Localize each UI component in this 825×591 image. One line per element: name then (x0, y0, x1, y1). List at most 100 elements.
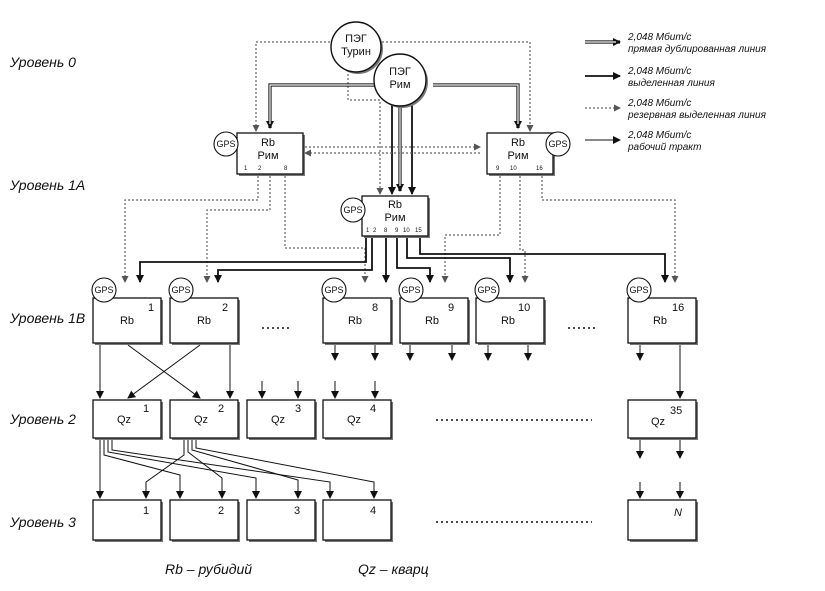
svg-text:1: 1 (148, 302, 154, 314)
level2-node-3: Qz 3 (246, 399, 317, 440)
svg-text:Рим: Рим (257, 150, 278, 162)
svg-text:2: 2 (373, 228, 377, 234)
svg-text:GPS: GPS (401, 285, 420, 295)
level3-node-n: N (627, 499, 698, 542)
svg-text:1: 1 (366, 228, 370, 234)
svg-text:Qz: Qz (651, 416, 665, 428)
svg-text:8: 8 (372, 302, 378, 314)
svg-text:GPS: GPS (171, 285, 190, 295)
level3-node-4: 4 (322, 499, 393, 542)
svg-text:10: 10 (510, 166, 517, 172)
svg-text:8: 8 (384, 228, 388, 234)
svg-text:9: 9 (496, 166, 500, 172)
svg-text:1: 1 (244, 166, 248, 172)
level-1a-label: Уровень 1A (9, 177, 85, 193)
level1b-node-10: Rb 10 GPS (474, 277, 546, 345)
svg-text:2: 2 (218, 403, 224, 415)
svg-text:9: 9 (448, 302, 454, 314)
svg-text:4: 4 (370, 403, 376, 415)
level2-node-1: Qz 1 (92, 399, 163, 440)
svg-text:Rb: Rb (653, 315, 667, 327)
svg-text:4: 4 (370, 505, 376, 517)
level1a-connections (121, 176, 679, 283)
svg-text:10: 10 (403, 228, 410, 234)
level-3-label: Уровень 3 (9, 514, 76, 530)
gps-icon: GPS (321, 277, 347, 303)
svg-text:2: 2 (218, 505, 224, 517)
peg-rome: ПЭГ Рим (373, 53, 428, 108)
svg-text:3: 3 (295, 403, 301, 415)
level-1b-label: Уровень 1B (9, 310, 85, 326)
svg-text:N: N (674, 507, 682, 519)
svg-text:2,048 Мбит/с: 2,048 Мбит/с (627, 97, 691, 109)
svg-text:Рим: Рим (384, 212, 405, 224)
svg-text:Qz: Qz (271, 414, 285, 426)
peg-turin-line2: Турин (341, 46, 371, 58)
level3-node-3: 3 (246, 499, 317, 542)
svg-text:GPS: GPS (343, 205, 362, 215)
svg-text:16: 16 (672, 302, 684, 314)
level2-node-35: Qz 35 (627, 399, 698, 440)
svg-text:GPS: GPS (477, 285, 496, 295)
rb-rome-center-node: Rb Рим 1 2 8 9 10 15 GPS (340, 195, 430, 238)
footnote-quartz: Qz – кварц (358, 561, 429, 577)
svg-text:2: 2 (258, 166, 262, 172)
svg-text:Rb: Rb (120, 315, 134, 327)
svg-text:GPS: GPS (216, 139, 235, 149)
gps-icon: GPS (168, 277, 194, 303)
gps-icon: GPS (626, 277, 652, 303)
svg-text:GPS: GPS (324, 285, 343, 295)
svg-text:Rb: Rb (348, 315, 362, 327)
svg-text:Рим: Рим (507, 150, 528, 162)
svg-text:2: 2 (222, 302, 228, 314)
svg-text:Qz: Qz (117, 414, 131, 426)
peg-turin-line1: ПЭГ (345, 33, 367, 45)
svg-text:3: 3 (294, 505, 300, 517)
peg-rome-line2: Рим (389, 79, 410, 91)
svg-text:35: 35 (670, 405, 682, 417)
rb-rome-right-node: Rb Рим 9 10 16 GPS (486, 131, 571, 176)
svg-text:2,048 Мбит/с: 2,048 Мбит/с (627, 31, 691, 43)
peg-turin: ПЭГ Турин (330, 21, 383, 74)
gps-icon: GPS (91, 277, 117, 303)
level1b-node-2: Rb 2 GPS (168, 277, 240, 345)
svg-text:Rb: Rb (388, 199, 402, 211)
svg-text:GPS: GPS (94, 285, 113, 295)
level1b-node-9: Rb 9 GPS (398, 277, 470, 345)
level2-node-2: Qz 2 (169, 399, 240, 440)
svg-text:2,048 Мбит/с: 2,048 Мбит/с (627, 129, 691, 141)
svg-text:Rb: Rb (425, 315, 439, 327)
svg-text:8: 8 (284, 166, 288, 172)
level3-node-1: 1 (92, 499, 163, 542)
svg-text:9: 9 (395, 228, 399, 234)
svg-text:Qz: Qz (194, 414, 208, 426)
svg-text:Rb: Rb (511, 137, 525, 149)
svg-text:15: 15 (415, 228, 422, 234)
rb-rome-left-node: Rb Рим 1 2 8 GPS (213, 131, 305, 176)
level1b-node-8: Rb 8 GPS (321, 277, 393, 345)
svg-text:Rb: Rb (261, 137, 275, 149)
level-2-label: Уровень 2 (9, 411, 76, 427)
level2-node-4: Qz 4 (322, 399, 393, 440)
svg-text:выделенная линия: выделенная линия (628, 78, 715, 89)
svg-text:16: 16 (536, 166, 543, 172)
svg-text:1: 1 (143, 505, 149, 517)
legend: 2,048 Мбит/с прямая дублированная линия … (585, 31, 767, 153)
lower-connections (96, 344, 684, 499)
level1b-node-16: Rb 16 GPS (626, 277, 698, 345)
gps-icon: GPS (213, 131, 239, 157)
svg-text:Rb: Rb (197, 315, 211, 327)
level3-node-2: 2 (169, 499, 240, 542)
svg-text:GPS: GPS (548, 139, 567, 149)
svg-text:Rb: Rb (501, 315, 515, 327)
svg-text:рабочий тракт: рабочий тракт (627, 141, 701, 153)
gps-icon: GPS (545, 131, 571, 157)
level-0-label: Уровень 0 (9, 54, 76, 70)
svg-text:резервная выделенная линия: резервная выделенная линия (627, 110, 767, 121)
svg-text:1: 1 (143, 403, 149, 415)
footnote-rubidium: Rb – рубидий (165, 561, 252, 577)
svg-text:прямая дублированная линия: прямая дублированная линия (628, 43, 767, 55)
svg-text:2,048 Мбит/с: 2,048 Мбит/с (627, 65, 691, 77)
level1b-node-1: Rb 1 GPS (91, 277, 163, 345)
